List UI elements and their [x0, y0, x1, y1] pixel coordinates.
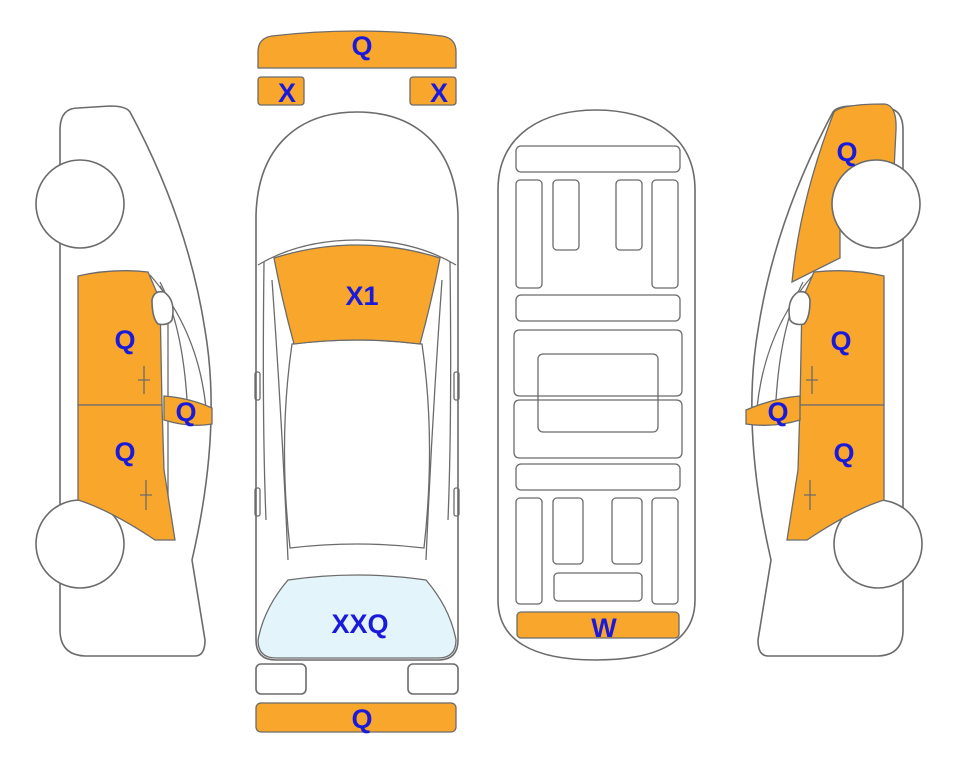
top-right-taillight	[407, 663, 459, 695]
label-top-rear-bumper: Q	[351, 704, 372, 734]
right-front-wheel	[831, 159, 921, 249]
label-right-rear-door: Q	[833, 438, 854, 468]
label-top-right-mirror: X	[430, 78, 448, 108]
right-side-view	[745, 103, 923, 657]
top-windshield[interactable]	[273, 244, 441, 345]
top-right-mirror[interactable]	[409, 76, 457, 106]
underside-rear-panel[interactable]	[516, 611, 680, 639]
label-top-left-mirror: X	[278, 78, 296, 108]
top-front-bumper[interactable]	[257, 30, 457, 69]
label-right-mirror: Q	[767, 397, 788, 427]
right-front-door[interactable]	[799, 270, 885, 406]
label-left-rear-door: Q	[114, 437, 135, 467]
left-side-view	[35, 105, 213, 657]
label-right-fender: Q	[836, 137, 857, 167]
label-left-front-door: Q	[114, 325, 135, 355]
underside-view	[497, 109, 696, 661]
underside-body	[497, 109, 696, 661]
label-top-rear-window: XXQ	[331, 609, 388, 639]
right-rear-door[interactable]	[786, 404, 885, 541]
label-left-mirror: Q	[175, 397, 196, 427]
label-right-front-door: Q	[830, 326, 851, 356]
left-rear-door[interactable]	[77, 404, 176, 541]
label-top-windshield: X1	[345, 281, 378, 311]
top-rear-bumper[interactable]	[255, 702, 457, 733]
label-top-front-bumper: Q	[351, 31, 372, 61]
top-left-taillight	[255, 663, 307, 695]
top-car-body	[255, 111, 459, 661]
top-view	[254, 30, 460, 733]
top-rear-window[interactable]	[257, 574, 457, 659]
label-underside-rear-panel: W	[591, 613, 617, 643]
damage-labels: Q X X X1 XXQ Q W Q Q Q Q Q Q Q	[114, 31, 857, 734]
left-front-wheel	[35, 159, 125, 249]
right-fender[interactable]	[791, 103, 897, 284]
top-left-mirror[interactable]	[257, 76, 305, 106]
left-mirror[interactable]	[163, 395, 213, 426]
right-mirror[interactable]	[745, 395, 801, 426]
left-front-door[interactable]	[77, 270, 163, 406]
